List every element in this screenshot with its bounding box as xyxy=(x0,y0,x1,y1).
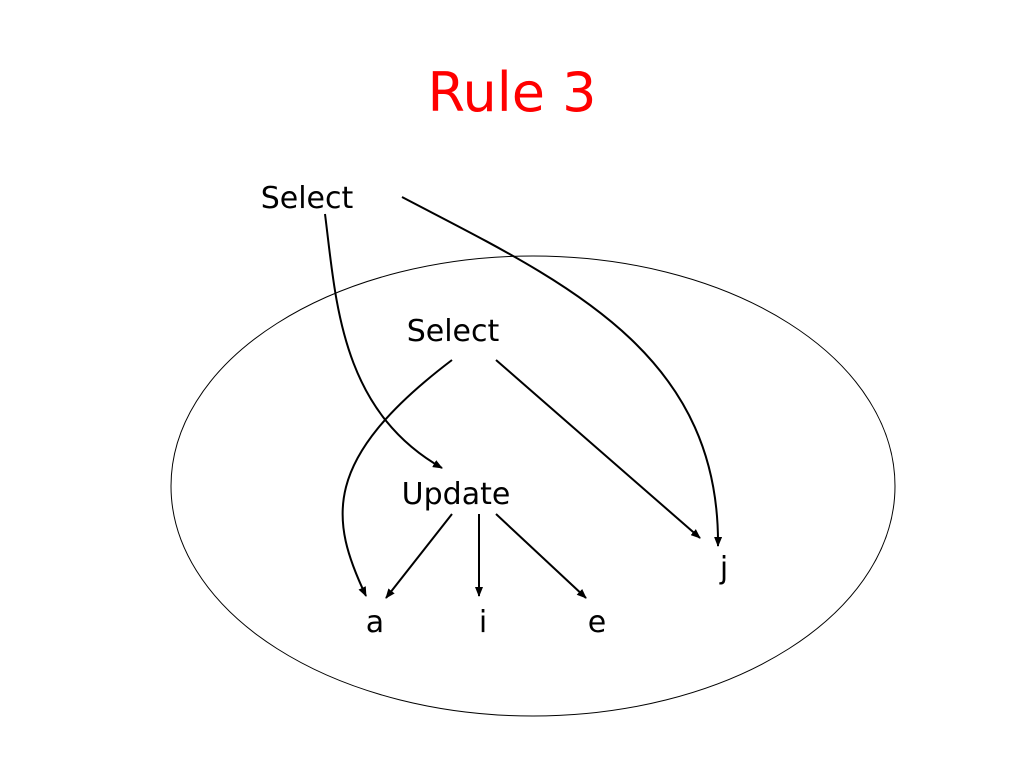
edge-inner-select-to-j xyxy=(495,359,701,539)
edge-update-to-a xyxy=(385,513,453,599)
node-update: Update xyxy=(402,477,511,512)
scope-ellipse xyxy=(170,255,896,717)
slide-title: Rule 3 xyxy=(427,61,597,124)
node-j: j xyxy=(719,551,728,586)
node-i: i xyxy=(479,605,487,640)
edge-inner-select-to-a xyxy=(341,359,453,597)
node-select-outer: Select xyxy=(261,181,354,216)
node-select-inner: Select xyxy=(407,314,500,349)
edge-update-to-e xyxy=(495,513,587,599)
edge-outer-select-to-update xyxy=(324,213,443,469)
node-e: e xyxy=(588,605,606,640)
node-a: a xyxy=(366,605,384,640)
edge-outer-select-to-j xyxy=(401,196,723,547)
